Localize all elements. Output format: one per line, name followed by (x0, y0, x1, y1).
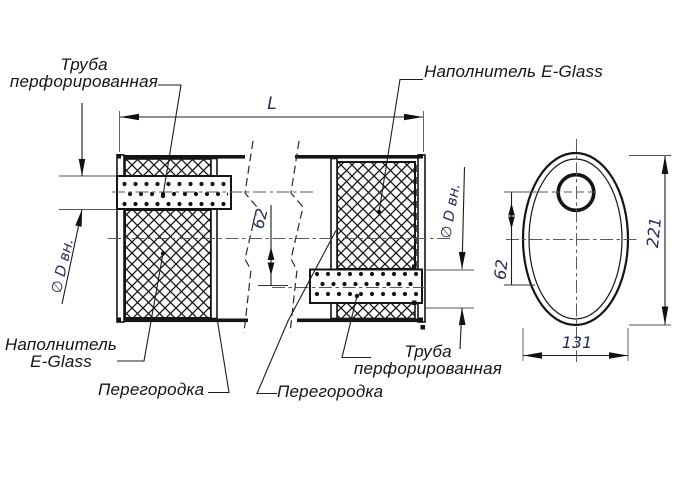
leader-pipe-bottom (341, 295, 371, 359)
dim-L-arrow-left (120, 113, 139, 121)
label-perforated-pipe-bottom: Труба перфорированная (344, 342, 512, 378)
label-line: Труба (404, 342, 452, 361)
break-line-right (289, 140, 304, 334)
shell-bottom-right (297, 318, 418, 323)
filler-block-right (336, 161, 416, 270)
label-partition-right: Перегородка (277, 382, 384, 401)
label-partition-left: Перегородка (98, 380, 205, 399)
dim-length-label: L (267, 94, 277, 114)
filler-strip-right-bottom (336, 302, 416, 320)
shell-bottom-left (124, 318, 248, 323)
leader-filler-top (378, 78, 423, 213)
leader-pipe-top (158, 84, 182, 196)
centre-lines (108, 191, 452, 288)
label-filler-bottom: Наполнитель E-Glass (4, 335, 118, 371)
end-view-centre-lines (506, 139, 637, 362)
label-line: Труба (60, 55, 108, 74)
dim-offset-end-view: 62 (490, 258, 512, 281)
end-view (506, 139, 637, 362)
label-line: перфорированная (353, 358, 503, 378)
oval-shell-inner (528, 158, 623, 320)
break-line-left (243, 140, 258, 334)
dim-L-arrow-right (404, 113, 423, 121)
shell-top-right (295, 155, 418, 159)
filler-block-left (124, 209, 212, 319)
weld-dots (116, 154, 425, 330)
dimension-graphics (59, 103, 671, 361)
label-line: перфорированная (9, 71, 159, 91)
perforated-pipe-right (309, 268, 423, 304)
dim-end-width: 131 (561, 333, 593, 352)
leader-partition-right (256, 230, 337, 395)
leader-lines (117, 78, 423, 395)
leader-filler-bottom (117, 253, 164, 362)
label-line: Наполнитель (4, 335, 118, 354)
label-line: E-Glass (30, 351, 92, 371)
label-filler-top: Наполнитель E-Glass (424, 62, 603, 81)
label-perforated-pipe-top: Труба перфорированная (6, 55, 162, 91)
section-view (108, 140, 452, 334)
shell-top-left (124, 155, 245, 159)
leader-partition-left (208, 320, 230, 394)
